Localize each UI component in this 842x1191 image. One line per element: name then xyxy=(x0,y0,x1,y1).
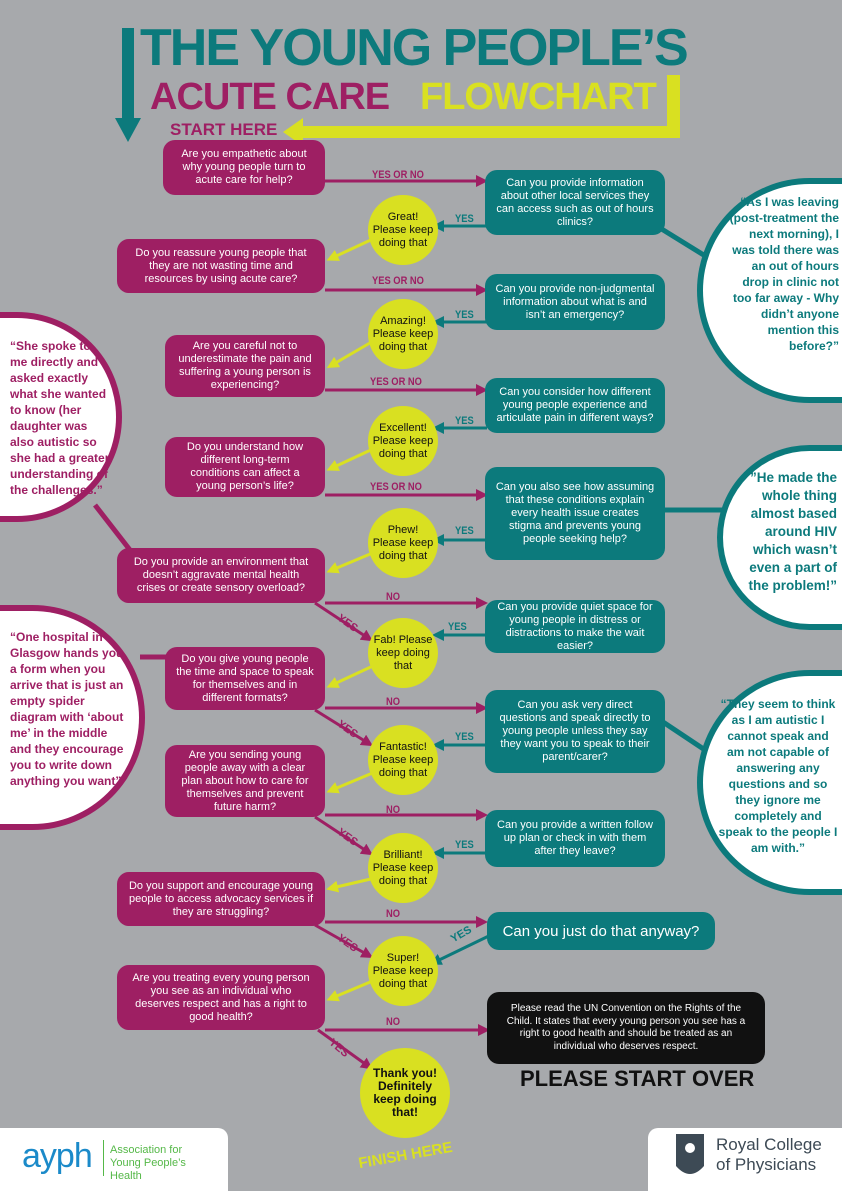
rcp-logo[interactable]: Royal College of Physicians xyxy=(648,1128,842,1191)
label-no: NO xyxy=(386,591,401,603)
action-box-1: Can you provide information about other … xyxy=(485,170,665,235)
start-here-label: START HERE xyxy=(170,120,278,139)
label-yes: YES xyxy=(455,309,474,321)
quote-text: “One hospital in Glasgow hands you a for… xyxy=(10,630,124,788)
quote-text: “She spoke to me directly and asked exac… xyxy=(10,339,110,497)
quote-text: ”He made the whole thing almost based ar… xyxy=(748,470,837,593)
quote-text: “As I was leaving (post-treatment the ne… xyxy=(729,195,839,353)
title-flowchart: FLOWCHART xyxy=(420,76,657,118)
action-box-5: Can you provide quiet space for young pe… xyxy=(485,600,665,653)
label-yes: YES xyxy=(455,415,474,427)
label-yes-or-no: YES OR NO xyxy=(370,376,422,388)
praise-circle-1: Great! Please keep doing that xyxy=(368,195,438,265)
label-no: NO xyxy=(386,804,401,816)
praise-circle-2: Amazing! Please keep doing that xyxy=(368,299,438,369)
praise-circle-7: Brilliant! Please keep doing that xyxy=(368,833,438,903)
question-box-6: Do you give young people the time and sp… xyxy=(165,647,325,710)
label-yes: YES xyxy=(455,213,474,225)
quote-text: “They seem to think as I am autistic I c… xyxy=(718,697,838,855)
question-box-2: Do you reassure young people that they a… xyxy=(117,239,325,293)
action-box-2: Can you provide non-judgmental informati… xyxy=(485,274,665,330)
rcp-name: Royal College of Physicians xyxy=(716,1135,822,1174)
quote-circle-2: “She spoke to me directly and asked exac… xyxy=(0,312,122,522)
question-box-1: Are you empathetic about why young peopl… xyxy=(163,140,325,195)
action-box-4: Can you also see how assuming that these… xyxy=(485,467,665,560)
praise-circle-3: Excellent! Please keep doing that xyxy=(368,406,438,476)
label-yes-or-no: YES OR NO xyxy=(372,169,424,181)
un-convention-box: Please read the UN Convention on the Rig… xyxy=(487,992,765,1064)
label-yes-or-no: YES OR NO xyxy=(370,481,422,493)
ayph-full-name: Association for Young People’s Health xyxy=(110,1144,186,1182)
rcp-crest-icon xyxy=(676,1134,704,1174)
question-box-7: Are you sending young people away with a… xyxy=(165,745,325,817)
label-no: NO xyxy=(386,696,401,708)
praise-circle-4: Phew! Please keep doing that xyxy=(368,508,438,578)
label-yes: YES xyxy=(455,839,474,851)
action-box-7: Can you provide a written follow up plan… xyxy=(485,810,665,867)
praise-circle-6: Fantastic! Please keep doing that xyxy=(368,725,438,795)
label-no: NO xyxy=(386,1016,401,1028)
ayph-logo[interactable]: ayph Association for Young People’s Heal… xyxy=(0,1128,228,1191)
praise-circle-5: Fab! Please keep doing that xyxy=(368,618,438,688)
action-box-8: Can you just do that anyway? xyxy=(487,912,715,950)
question-box-5: Do you provide an environment that doesn… xyxy=(117,548,325,603)
quote-circle-3: ”He made the whole thing almost based ar… xyxy=(717,445,842,630)
ayph-wordmark: ayph xyxy=(22,1137,93,1175)
label-yes-or-no: YES OR NO xyxy=(372,275,424,287)
question-box-3: Are you careful not to underestimate the… xyxy=(165,335,325,397)
praise-circle-final: Thank you! Definitely keep doing that! xyxy=(360,1048,450,1138)
please-start-over: PLEASE START OVER xyxy=(520,1066,755,1091)
label-yes: YES xyxy=(455,525,474,537)
question-box-4: Do you understand how different long-ter… xyxy=(165,437,325,497)
label-yes: YES xyxy=(448,621,467,633)
title-acute-care: ACUTE CARE xyxy=(150,76,390,118)
quote-circle-5: “They seem to think as I am autistic I c… xyxy=(697,670,842,895)
action-box-6: Can you ask very direct questions and sp… xyxy=(485,690,665,773)
praise-circle-8: Super! Please keep doing that xyxy=(368,936,438,1006)
action-box-3: Can you consider how different young peo… xyxy=(485,378,665,433)
label-yes: YES xyxy=(455,731,474,743)
label-no: NO xyxy=(386,908,401,920)
title-line-1: THE YOUNG PEOPLE’S xyxy=(140,19,689,77)
question-box-9: Are you treating every young person you … xyxy=(117,965,325,1030)
logo-divider xyxy=(103,1140,104,1176)
question-box-8: Do you support and encourage young peopl… xyxy=(117,872,325,926)
